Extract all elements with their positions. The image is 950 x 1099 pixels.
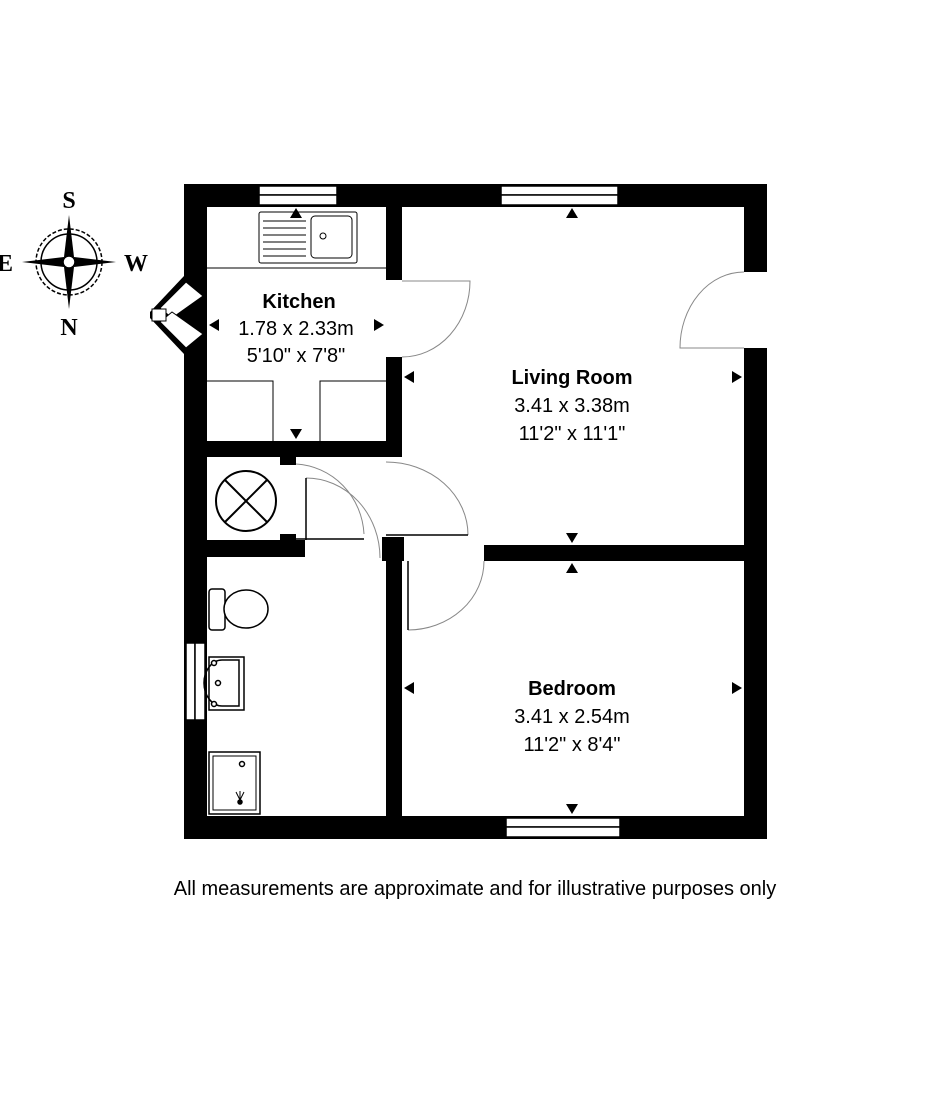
- compass-south: S: [62, 188, 75, 214]
- compass-north: N: [60, 315, 78, 341]
- disclaimer: All measurements are approximate and for…: [173, 878, 777, 900]
- room-metric-living-room: 3.41 x 3.38m: [514, 395, 630, 417]
- toilet-icon: [208, 588, 226, 631]
- doors: [295, 271, 745, 631]
- compass-icon: S E W N: [0, 188, 148, 341]
- door-leaves: [296, 478, 468, 630]
- bathroom-fixtures: [203, 588, 269, 815]
- compass-west: W: [124, 251, 148, 277]
- windows: [185, 185, 621, 838]
- walls: [184, 184, 767, 839]
- dimension-arrows: [209, 208, 742, 814]
- room-metric-bedroom: 3.41 x 2.54m: [514, 706, 630, 728]
- bay-window: [150, 276, 207, 354]
- room-name-bedroom: Bedroom: [528, 678, 616, 700]
- room-metric-kitchen: 1.78 x 2.33m: [238, 318, 354, 340]
- kitchen-fixtures: [207, 211, 386, 441]
- room-imperial-bedroom: 11'2" x 8'4": [523, 734, 620, 756]
- room-name-kitchen: Kitchen: [262, 291, 335, 313]
- boiler-icon: [215, 470, 277, 532]
- room-imperial-living-room: 11'2" x 11'1": [519, 423, 626, 445]
- room-name-living-room: Living Room: [511, 367, 632, 389]
- shower-icon: [208, 751, 261, 815]
- compass-east: E: [0, 251, 13, 277]
- room-imperial-kitchen: 5'10" x 7'8": [247, 345, 346, 367]
